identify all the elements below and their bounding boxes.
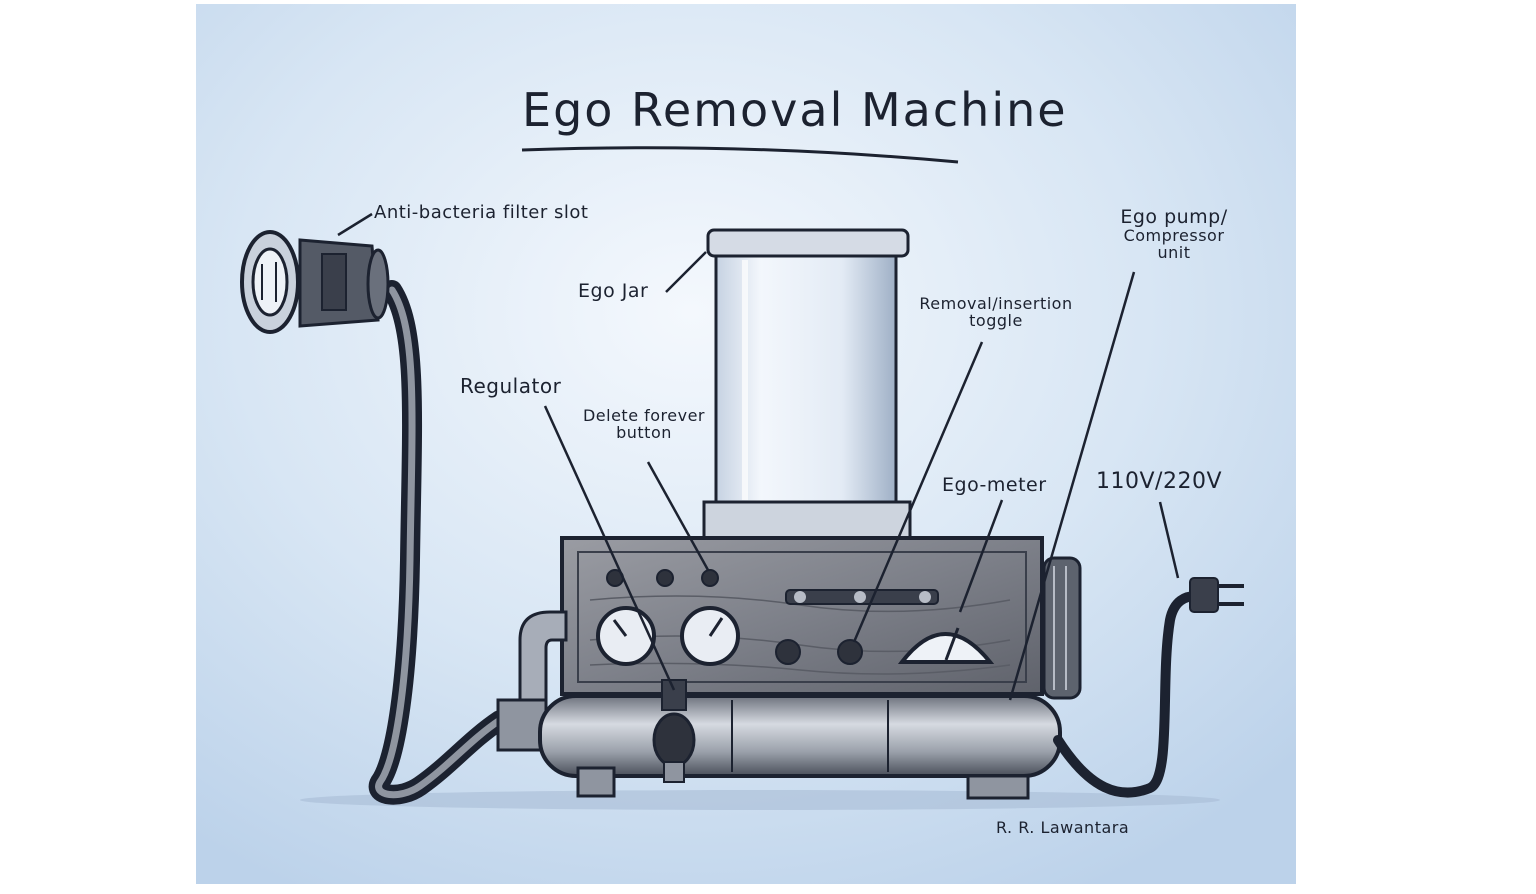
label-ego-pump-line1: Ego pump/ bbox=[1120, 206, 1228, 228]
leader-ego-meter bbox=[958, 499, 1004, 613]
diagram-title: Ego Removal Machine bbox=[522, 83, 1068, 137]
label-ego-pump: Ego pump/ Compressor unit bbox=[1108, 206, 1240, 262]
label-regulator: Regulator bbox=[460, 374, 562, 398]
title-underline bbox=[521, 146, 959, 164]
leader-voltage bbox=[1158, 501, 1180, 579]
leader-removal-toggle bbox=[852, 341, 984, 643]
label-filter-slot: Anti-bacteria filter slot bbox=[374, 202, 589, 223]
ground-shadow bbox=[300, 790, 1220, 810]
label-removal-toggle: Removal/insertion toggle bbox=[904, 294, 1088, 330]
indicator-lights bbox=[606, 569, 719, 587]
label-ego-jar: Ego Jar bbox=[578, 280, 649, 302]
elbow-pipe bbox=[496, 610, 568, 752]
label-removal-toggle-line1: Removal/insertion bbox=[919, 294, 1073, 313]
regulator-knob bbox=[652, 679, 696, 783]
removal-insertion-toggle bbox=[775, 589, 939, 665]
label-ego-pump-line3: unit bbox=[1157, 242, 1191, 262]
compressor-pulley bbox=[1042, 556, 1082, 700]
power-cord bbox=[1053, 577, 1244, 798]
label-removal-toggle-line2: toggle bbox=[969, 310, 1023, 330]
label-ego-pump-line2: Compressor bbox=[1123, 225, 1225, 245]
artist-signature: R. R. Lawantara bbox=[996, 818, 1130, 837]
ego-jar bbox=[702, 228, 912, 540]
ego-meter bbox=[897, 627, 995, 664]
filter-mask bbox=[240, 230, 390, 334]
leader-regulator bbox=[543, 405, 676, 691]
hose-highlight bbox=[375, 286, 504, 799]
leader-filter-slot bbox=[337, 212, 373, 237]
label-delete-button-line1: Delete forever bbox=[582, 406, 706, 425]
tank-feet bbox=[576, 766, 1030, 800]
leader-lines bbox=[337, 212, 1180, 701]
regulator-gauges bbox=[596, 606, 740, 666]
compressor-tank bbox=[538, 694, 1062, 778]
leader-delete-button bbox=[646, 461, 710, 571]
label-voltage: 110V/220V bbox=[1096, 469, 1222, 494]
label-ego-meter: Ego-meter bbox=[942, 474, 1047, 496]
leader-ego-pump bbox=[1008, 271, 1136, 701]
label-delete-button-line2: button bbox=[616, 422, 672, 442]
label-delete-button: Delete forever button bbox=[574, 406, 714, 442]
leader-ego-jar bbox=[665, 251, 707, 293]
